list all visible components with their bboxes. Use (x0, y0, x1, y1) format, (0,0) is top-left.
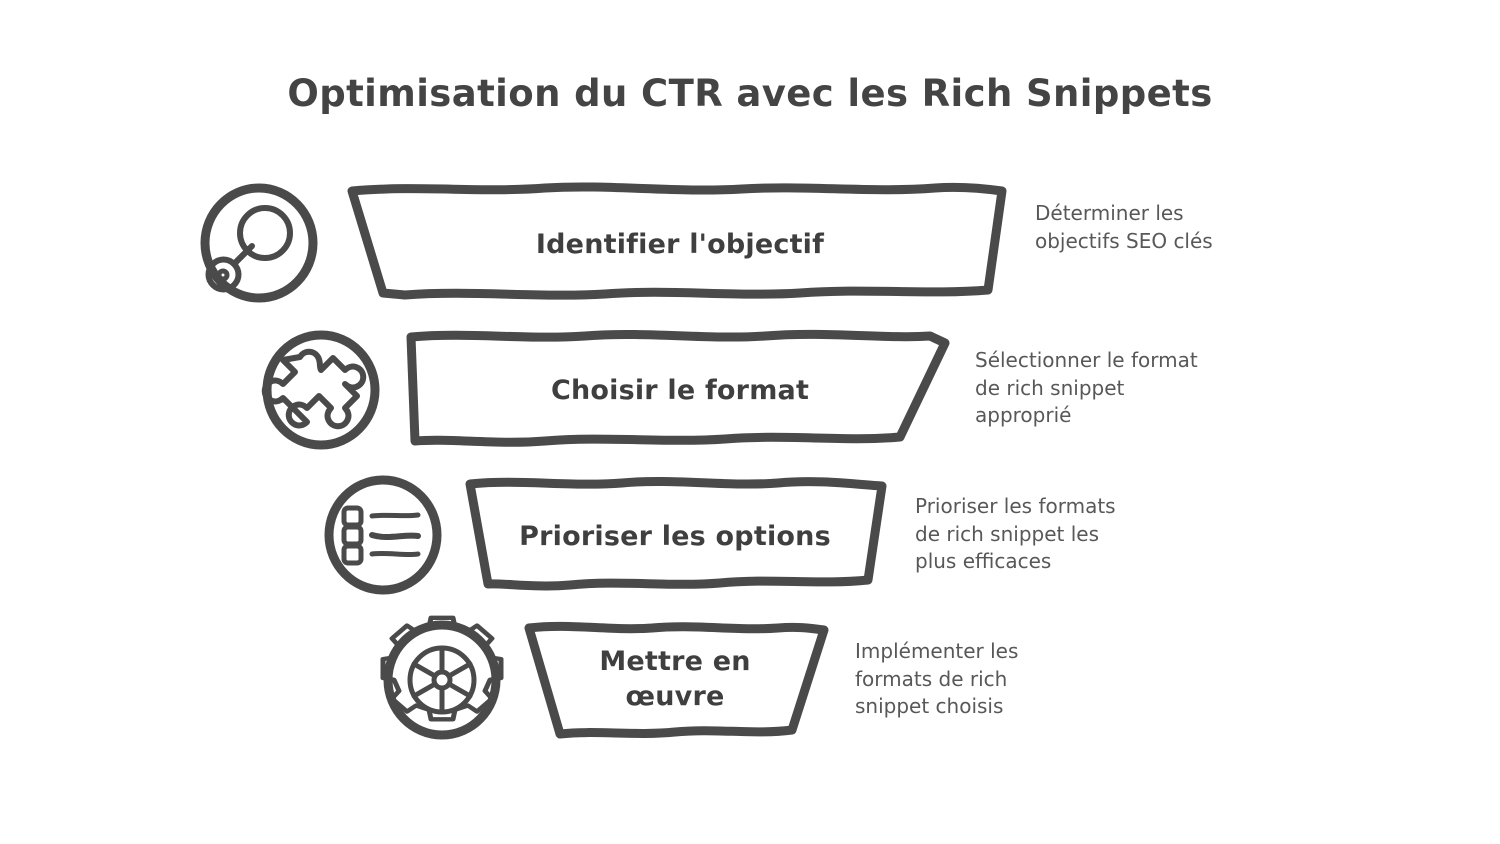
magnifier-icon (200, 183, 318, 303)
desc-line: Sélectionner le format (975, 348, 1198, 372)
funnel-stage-1-shape[interactable] (347, 182, 1007, 300)
desc-line: de rich snippet les (915, 521, 1099, 546)
funnel-stage-2-shape[interactable] (406, 329, 950, 447)
gear-wheel-icon (380, 615, 504, 740)
desc-line: Prioriser les formats (915, 494, 1116, 518)
funnel-stage-3-label: Prioriser les options (519, 521, 831, 552)
desc-line: approprié (975, 403, 1072, 428)
funnel-stage-3-description: Prioriser les formats de rich snippet le… (915, 493, 1165, 576)
puzzle-piece-icon (261, 330, 380, 450)
desc-line: de rich snippet (975, 375, 1125, 400)
funnel-stage-4-description: Implémenter les formats de rich snippet … (855, 638, 1095, 721)
desc-line: Déterminer les (1035, 201, 1184, 225)
desc-line: snippet choisis (855, 694, 1004, 719)
label-line: Mettre en (599, 646, 751, 677)
desc-line: formats de rich (855, 666, 1008, 691)
desc-line: objectifs SEO clés (1035, 228, 1213, 253)
funnel-stage-4-label: Mettre en œuvre (520, 645, 830, 714)
desc-line: plus efficaces (915, 549, 1052, 574)
checklist-icon (324, 475, 442, 595)
label-line: œuvre (625, 680, 725, 712)
funnel-stage-2-label: Choisir le format (550, 375, 810, 406)
funnel-stage-1-label: Identifier l'objectif (535, 229, 825, 260)
funnel-stage-4-shape[interactable] (524, 621, 829, 739)
page-title: Optimisation du CTR avec les Rich Snippe… (287, 72, 1213, 115)
funnel-stage-2-description: Sélectionner le format de rich snippet a… (975, 347, 1235, 430)
funnel-stage-1-description: Déterminer les objectifs SEO clés (1035, 200, 1265, 255)
desc-line: Implémenter les (855, 639, 1019, 663)
funnel-stage-3-shape[interactable] (465, 476, 887, 591)
